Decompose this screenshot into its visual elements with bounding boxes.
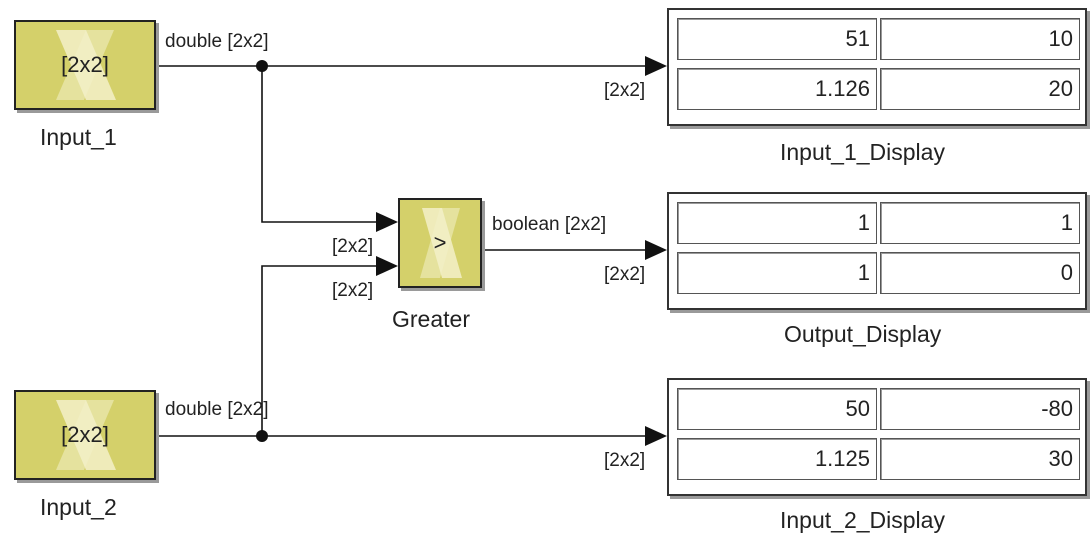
signal-label-input-2: double [2x2] xyxy=(165,399,269,420)
branch-line-input-2-to-greater[interactable] xyxy=(261,265,378,436)
port-label-greater-in-1: [2x2] xyxy=(332,236,374,257)
display-cell: 30 xyxy=(880,438,1080,480)
input-2-block-text: [2x2] xyxy=(61,422,109,447)
input-2-display-block[interactable]: 50 -80 1.125 30 xyxy=(667,378,1087,496)
display-cell: 20 xyxy=(880,68,1080,110)
port-label-greater-in-2: [2x2] xyxy=(332,280,374,301)
display-cell: 1 xyxy=(677,202,877,244)
arrowhead-greater-in-2 xyxy=(376,256,398,276)
greater-block[interactable]: > xyxy=(398,198,482,288)
junction-dot-input-2 xyxy=(256,430,268,442)
junction-dot-input-1 xyxy=(256,60,268,72)
arrowhead-display-1 xyxy=(645,56,667,76)
arrowhead-output-display xyxy=(645,240,667,260)
display-cell: 50 xyxy=(677,388,877,430)
port-label-display-1: [2x2] xyxy=(604,80,646,101)
branch-line-input-1-to-greater[interactable] xyxy=(261,66,378,223)
input-1-display-label: Input_1_Display xyxy=(780,139,945,165)
display-cell: 51 xyxy=(677,18,877,60)
xilinx-logo-icon xyxy=(56,30,116,100)
signal-label-input-1: double [2x2] xyxy=(165,31,269,52)
display-cell: -80 xyxy=(880,388,1080,430)
port-label-output-display: [2x2] xyxy=(604,264,646,285)
display-cell: 1 xyxy=(880,202,1080,244)
output-display-label: Output_Display xyxy=(784,321,942,347)
input-1-label: Input_1 xyxy=(40,124,117,150)
port-label-display-2: [2x2] xyxy=(604,450,646,471)
input-1-block-text: [2x2] xyxy=(61,52,109,77)
greater-label: Greater xyxy=(392,306,470,332)
display-cell: 1.125 xyxy=(677,438,877,480)
input-1-display-block[interactable]: 51 10 1.126 20 xyxy=(667,8,1087,126)
xilinx-logo-icon xyxy=(56,400,116,470)
display-cell: 1 xyxy=(677,252,877,294)
display-cell: 0 xyxy=(880,252,1080,294)
greater-block-symbol: > xyxy=(433,230,447,255)
input-2-block[interactable]: [2x2] xyxy=(14,390,156,480)
input-2-label: Input_2 xyxy=(40,494,117,520)
display-cell: 10 xyxy=(880,18,1080,60)
xilinx-logo-icon xyxy=(420,208,462,278)
arrowhead-display-2 xyxy=(645,426,667,446)
arrowhead-greater-in-1 xyxy=(376,212,398,232)
signal-label-greater-out: boolean [2x2] xyxy=(492,214,607,235)
input-1-block[interactable]: [2x2] xyxy=(14,20,156,110)
display-cell: 1.126 xyxy=(677,68,877,110)
input-2-display-label: Input_2_Display xyxy=(780,507,945,533)
output-display-block[interactable]: 1 1 1 0 xyxy=(667,192,1087,310)
